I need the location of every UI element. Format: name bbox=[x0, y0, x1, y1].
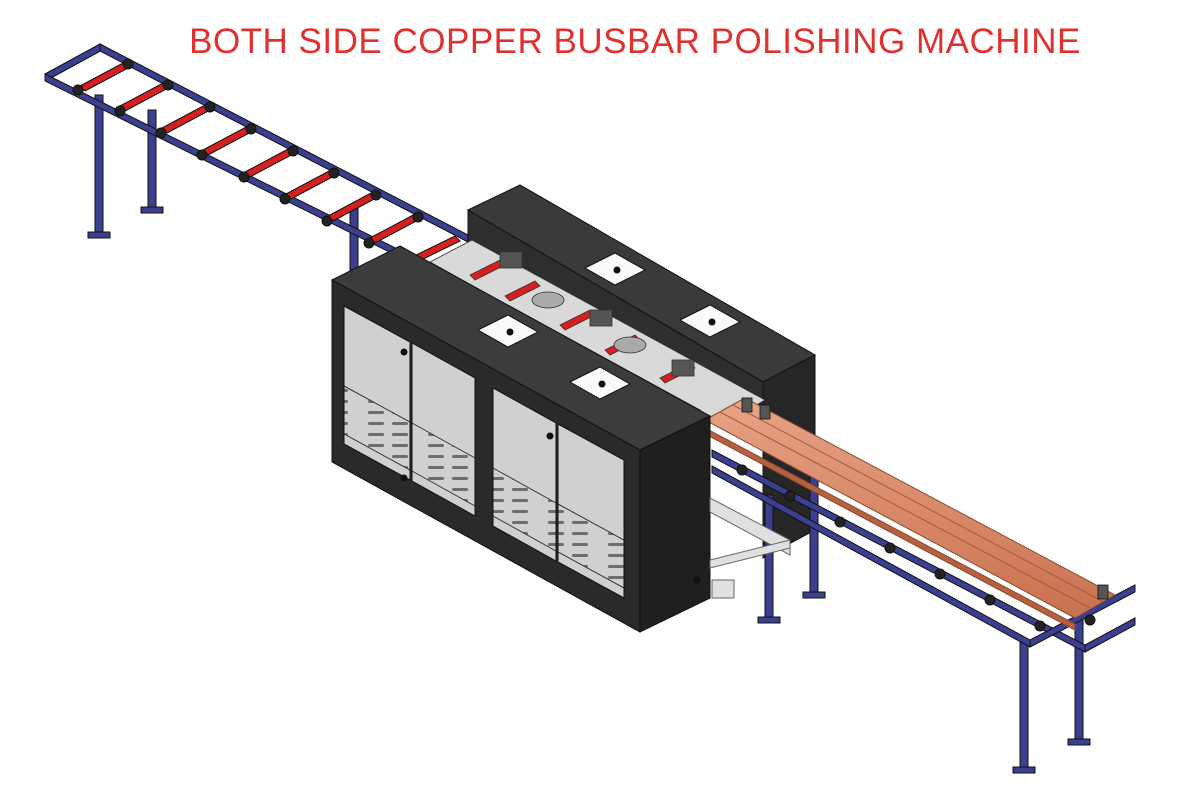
roller-bearing bbox=[72, 58, 424, 249]
infeed-conveyor bbox=[44, 43, 481, 298]
copper-busbar bbox=[703, 397, 1117, 619]
brush-motor bbox=[499, 251, 695, 377]
machine-base-frame bbox=[709, 497, 791, 599]
outfeed-conveyor bbox=[703, 397, 1136, 774]
cabinet-door bbox=[492, 387, 557, 562]
infeed-rollers bbox=[72, 58, 461, 264]
brush-disc bbox=[531, 291, 647, 354]
outfeed-guide-rollers bbox=[741, 397, 1109, 600]
cabinet-door bbox=[411, 342, 476, 517]
cabinet-door bbox=[557, 423, 625, 599]
front-cabinet-covers bbox=[476, 266, 716, 400]
page-title: BOTH SIDE COPPER BUSBAR POLISHING MACHIN… bbox=[189, 22, 1081, 61]
door-handle bbox=[400, 348, 701, 584]
cabinet-door bbox=[343, 305, 411, 481]
front-cabinet-doors bbox=[343, 305, 701, 599]
